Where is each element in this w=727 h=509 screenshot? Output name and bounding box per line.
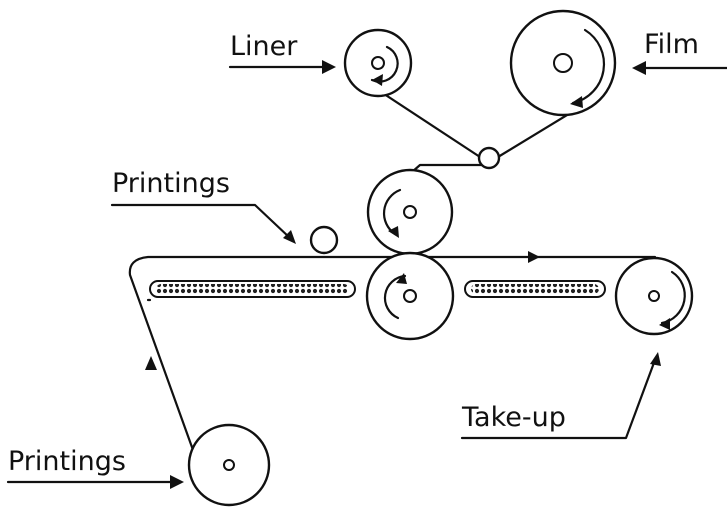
take-up-roll bbox=[614, 256, 694, 336]
printings-rise-arrow bbox=[145, 356, 157, 370]
film-label: Film bbox=[644, 29, 699, 60]
heater-right bbox=[464, 280, 606, 298]
liner-web bbox=[376, 88, 482, 159]
take-up-leader bbox=[460, 358, 657, 440]
take-up-label: Take-up bbox=[461, 402, 566, 433]
film-label-group: Film bbox=[632, 29, 727, 75]
guide-roller bbox=[477, 146, 501, 170]
pressure-roller bbox=[309, 225, 339, 255]
film-roll bbox=[509, 9, 617, 117]
printings-bottom-label-group: Printings bbox=[6, 446, 184, 489]
liner-label: Liner bbox=[230, 31, 298, 62]
liner-roll bbox=[343, 28, 413, 98]
printings-supply-roll bbox=[187, 423, 271, 507]
lower-nip-roll bbox=[365, 251, 455, 341]
heater-left bbox=[149, 280, 356, 298]
printings-bottom-label: Printings bbox=[8, 446, 126, 477]
upper-nip-roll bbox=[366, 168, 454, 256]
printings-top-leader bbox=[110, 203, 292, 240]
take-up-label-group: Take-up bbox=[460, 352, 661, 440]
web-direction-arrow bbox=[528, 251, 540, 263]
liner-label-group: Liner bbox=[228, 31, 336, 74]
printings-top-label-group: Printings bbox=[110, 168, 296, 244]
printings-top-label: Printings bbox=[112, 168, 230, 199]
printings-web bbox=[128, 255, 657, 452]
